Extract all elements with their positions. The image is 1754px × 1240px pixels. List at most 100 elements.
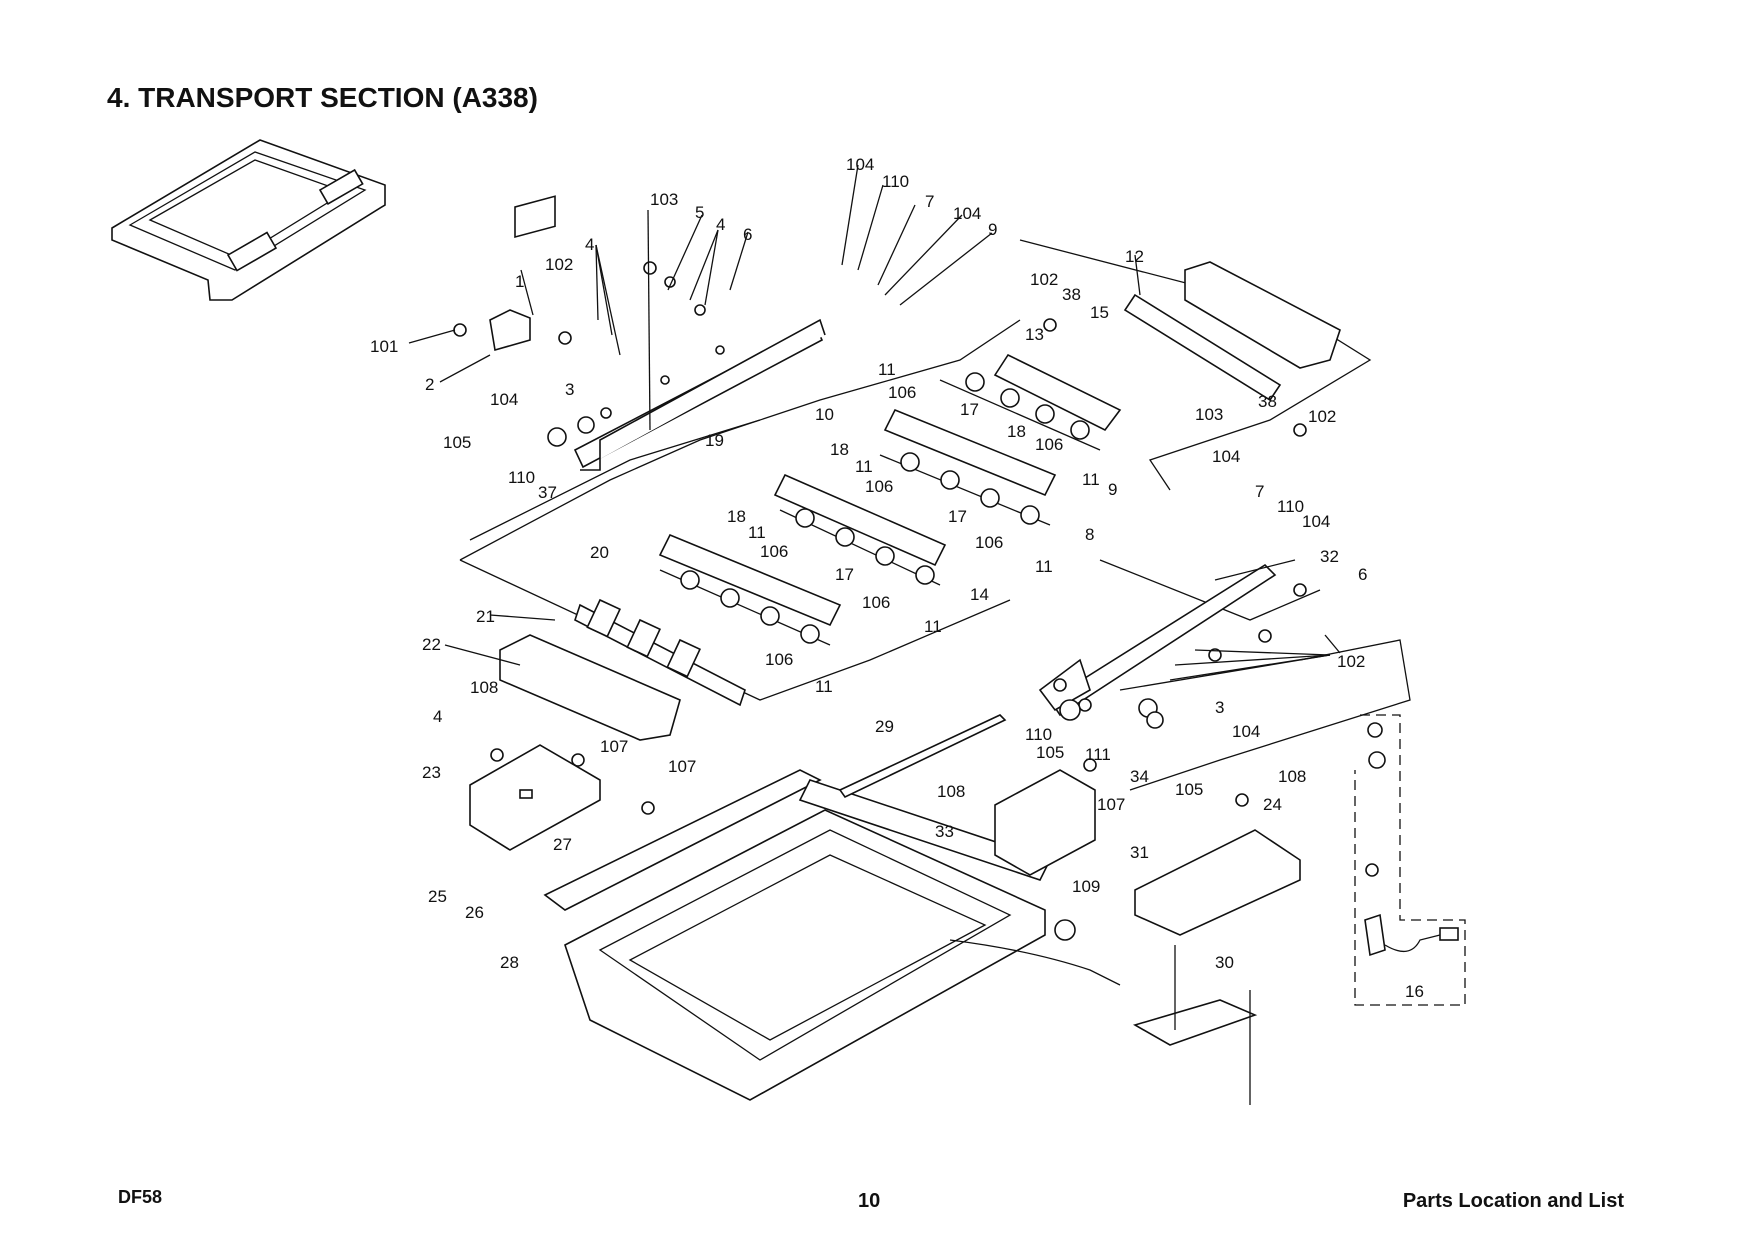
page-title: 4. TRANSPORT SECTION (A338) — [107, 82, 538, 113]
callout: 5 — [695, 203, 704, 222]
callout: 107 — [600, 737, 628, 756]
callout: 106 — [765, 650, 793, 669]
callout: 18 — [1007, 422, 1026, 441]
callout: 22 — [422, 635, 441, 654]
callout: 104 — [1212, 447, 1240, 466]
callout: 105 — [443, 433, 471, 452]
callout: 4 — [433, 707, 442, 726]
callout: 104 — [1302, 512, 1330, 531]
callout: 21 — [476, 607, 495, 626]
callout: 11 — [855, 457, 873, 476]
callout: 11 — [748, 523, 766, 542]
callout: 6 — [1358, 565, 1367, 584]
left-side-frame — [489, 195, 826, 471]
callout: 3 — [1215, 698, 1224, 717]
callout: 31 — [1130, 843, 1149, 862]
callout: 104 — [490, 390, 518, 409]
callout: 37 — [538, 483, 557, 502]
callout: 110 — [882, 172, 909, 191]
callout: 16 — [1405, 982, 1424, 1001]
callout: 106 — [975, 533, 1003, 552]
callout: 102 — [1030, 270, 1058, 289]
callout: 103 — [650, 190, 678, 209]
bracket-plate-23 — [469, 744, 601, 851]
callout: 7 — [925, 192, 934, 211]
callout: 105 — [1036, 743, 1064, 762]
roller-assembly-3 — [773, 473, 947, 586]
callout: 30 — [1215, 953, 1234, 972]
callout: 111 — [1085, 745, 1111, 764]
roller-assembly-upper — [939, 353, 1122, 451]
callout: 29 — [875, 717, 894, 736]
cable-harness-box — [1354, 714, 1466, 1006]
callout: 32 — [1320, 547, 1339, 566]
callout: 103 — [1195, 405, 1223, 424]
callout: 6 — [743, 225, 752, 244]
callout: 14 — [970, 585, 989, 604]
callout: 9 — [1108, 480, 1117, 499]
leader-lines — [408, 164, 1341, 1105]
callout: 104 — [1232, 722, 1260, 741]
callout: 23 — [422, 763, 441, 782]
callout: 11 — [878, 360, 896, 379]
callout: 11 — [1035, 557, 1053, 576]
callout: 19 — [705, 431, 724, 450]
callout: 11 — [815, 677, 833, 696]
callout: 11 — [1082, 470, 1100, 489]
callout: 105 — [1175, 780, 1203, 799]
guide-plate-29 — [838, 714, 1007, 799]
callout: 11 — [924, 617, 942, 636]
callout: 101 — [370, 337, 398, 356]
callout: 24 — [1263, 795, 1282, 814]
label-sheet-30 — [1132, 945, 1258, 1046]
roller-assembly-4 — [658, 533, 842, 646]
callout: 104 — [953, 204, 981, 223]
callout: 8 — [1085, 525, 1094, 544]
callout-labels: 104 110 7 104 9 103 5 4 6 102 4 1 101 2 … — [370, 155, 1424, 1001]
callout: 2 — [425, 375, 434, 394]
callout: 106 — [865, 477, 893, 496]
callout: 17 — [835, 565, 854, 584]
callout: 4 — [585, 235, 594, 254]
callout: 106 — [760, 542, 788, 561]
document-code: DF58 — [118, 1187, 163, 1207]
callout: 4 — [716, 215, 725, 234]
callout: 25 — [428, 887, 447, 906]
callout: 18 — [727, 507, 746, 526]
callout: 38 — [1258, 392, 1277, 411]
callout: 26 — [465, 903, 484, 922]
callout: 7 — [1255, 482, 1264, 501]
callout: 13 — [1025, 325, 1044, 344]
callout: 34 — [1130, 767, 1149, 786]
callout: 106 — [1035, 435, 1063, 454]
callout: 27 — [553, 835, 572, 854]
right-side-frame — [1038, 563, 1277, 717]
callout: 33 — [935, 822, 954, 841]
callout: 108 — [937, 782, 965, 801]
callout: 10 — [815, 405, 834, 424]
upper-belt-roller — [1123, 261, 1341, 402]
page-number: 10 — [858, 1190, 881, 1212]
fasteners — [453, 261, 1307, 941]
callout: 9 — [988, 220, 997, 239]
callout: 102 — [545, 255, 573, 274]
callout: 28 — [500, 953, 519, 972]
callout: 102 — [1337, 652, 1365, 671]
callout: 106 — [862, 593, 890, 612]
callout: 110 — [1025, 725, 1052, 744]
callout: 3 — [565, 380, 574, 399]
callout: 12 — [1125, 247, 1144, 266]
callout: 110 — [1277, 497, 1304, 516]
roller-assembly-2 — [879, 408, 1057, 526]
callout: 20 — [590, 543, 609, 562]
callout: 109 — [1072, 877, 1100, 896]
drive-roller-and-belt — [499, 598, 746, 741]
callout: 110 — [508, 468, 535, 487]
bracket-plate-24 — [1134, 829, 1301, 936]
section-name: Parts Location and List — [1402, 1190, 1624, 1212]
callout: 108 — [1278, 767, 1306, 786]
callout: 107 — [668, 757, 696, 776]
callout: 17 — [948, 507, 967, 526]
callout: 15 — [1090, 303, 1109, 322]
callout: 102 — [1308, 407, 1336, 426]
